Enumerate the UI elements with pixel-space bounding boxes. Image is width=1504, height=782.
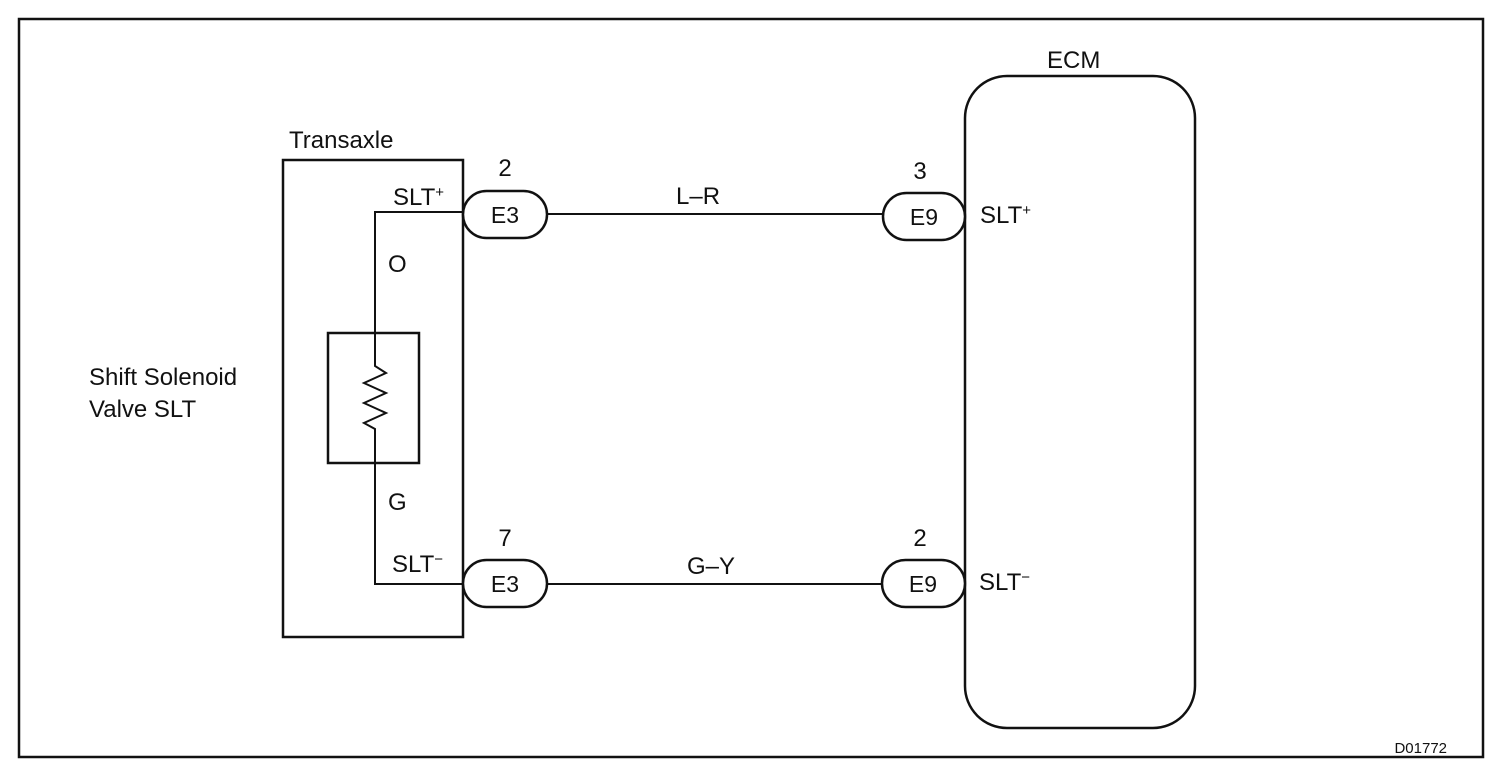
ecm-box	[963, 74, 1197, 730]
transaxle-pin-top-sign: +	[435, 184, 444, 201]
ecm-title: ECM	[1047, 47, 1100, 74]
diagram-frame	[17, 17, 1485, 759]
wire-color-g: G	[388, 489, 407, 516]
transaxle-pin-bottom-sign: −	[434, 551, 443, 568]
wire-color-g-y: G–Y	[687, 553, 735, 580]
transaxle-title: Transaxle	[289, 127, 393, 154]
connector-e3-top-id: E3	[491, 202, 519, 228]
solenoid-label-line2: Valve SLT	[89, 396, 196, 423]
transaxle-box	[281, 158, 465, 639]
connector-e3-bottom-pin: 7	[498, 525, 511, 552]
connector-e9-top-pin: 3	[913, 158, 926, 185]
connector-e3-top	[461, 189, 549, 240]
connector-e9-top	[881, 191, 967, 242]
solenoid-coil-symbol	[361, 333, 389, 463]
connector-e9-bottom-pin: 2	[913, 525, 926, 552]
ecm-pin-slt-minus: SLT−	[979, 569, 1030, 596]
solenoid-body	[326, 331, 421, 465]
solenoid-label-line1: Shift Solenoid	[89, 364, 237, 391]
ecm-pin-top-sign: +	[1022, 202, 1031, 219]
connector-e3-top-pin: 2	[498, 155, 511, 182]
transaxle-pin-slt-minus: SLT−	[392, 551, 443, 578]
ecm-pin-slt-plus: SLT+	[980, 202, 1031, 229]
wire-color-o: O	[388, 251, 407, 278]
wire-color-l-r: L–R	[676, 183, 720, 210]
internal-wire-bottom	[374, 463, 463, 585]
transaxle-pin-slt-plus: SLT+	[393, 184, 444, 211]
ecm-pin-top-name: SLT	[980, 202, 1023, 229]
connector-e3-bottom	[461, 558, 549, 609]
figure-code: D01772	[1394, 740, 1447, 757]
connector-e9-bottom	[880, 558, 967, 609]
transaxle-pin-bottom-name: SLT	[392, 551, 435, 578]
connector-e3-bottom-id: E3	[491, 571, 519, 597]
connector-e9-top-id: E9	[910, 204, 938, 230]
ecm-pin-bottom-name: SLT	[979, 569, 1022, 596]
transaxle-pin-top-name: SLT	[393, 184, 436, 211]
connector-e9-bottom-id: E9	[909, 571, 937, 597]
ecm-pin-bottom-sign: −	[1021, 569, 1030, 586]
internal-wire-top	[374, 211, 463, 333]
